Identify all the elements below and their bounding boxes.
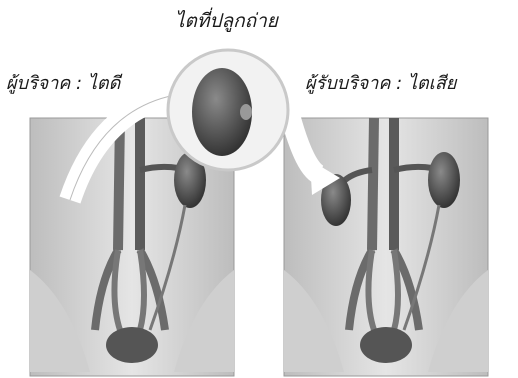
diagram-title: ไตที่ปลูกถ่าย (175, 6, 278, 36)
transplant-kidney-circle (168, 50, 288, 170)
recipient-body-panel (284, 115, 488, 376)
kidney-icon (428, 152, 460, 208)
donor-label: ผู้บริจาค : ไตดี (6, 68, 120, 97)
recipient-label: ผู้รับบริจาค : ไตเสีย (305, 68, 456, 97)
